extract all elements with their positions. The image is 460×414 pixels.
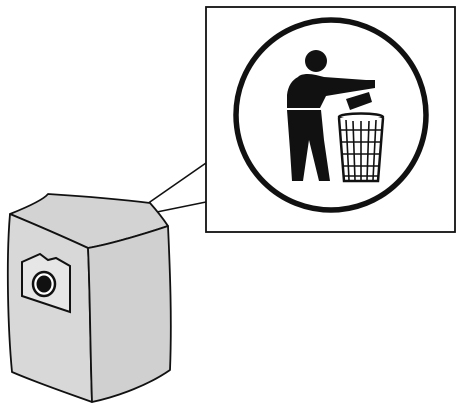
symbol-ring <box>236 20 426 210</box>
dust-bag-opening-inner <box>37 276 52 293</box>
tidyman-head-icon <box>305 50 327 72</box>
dust-bag-right-side <box>88 226 171 402</box>
callout-leader <box>147 163 206 214</box>
dust-bag <box>8 194 171 402</box>
waste-basket-icon <box>339 114 383 182</box>
leader-line-upper <box>147 163 206 204</box>
